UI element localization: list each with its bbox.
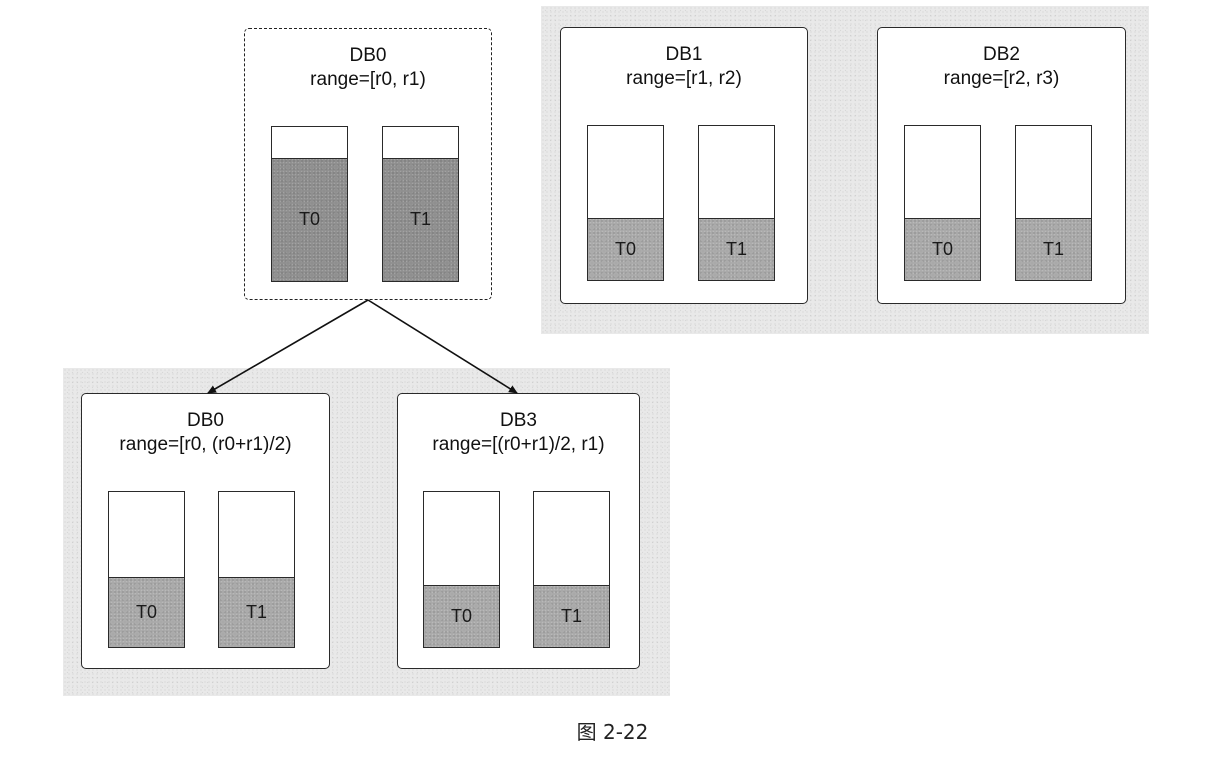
table-t0: T0: [904, 125, 981, 281]
db1-range: range=[r1, r2): [626, 68, 742, 89]
figure-caption: 图 2-22: [576, 720, 649, 744]
table-fill: T0: [109, 577, 184, 647]
source-db-name: DB0: [349, 45, 387, 66]
table-fill: T1: [383, 157, 458, 281]
split-db0-name: DB0: [187, 410, 224, 431]
table-label: T0: [298, 209, 320, 230]
db1-box: DB1 range=[r1, r2) T0 T1: [560, 27, 808, 304]
table-fill: T1: [219, 577, 294, 647]
table-fill: T0: [424, 585, 499, 647]
table-label: T1: [560, 606, 582, 626]
table-t0: T0: [587, 125, 664, 281]
table-t1: T1: [1015, 125, 1092, 281]
table-label: T1: [725, 239, 747, 260]
table-fill: T0: [588, 218, 663, 280]
table-label: T1: [1042, 239, 1064, 260]
table-t0: T0: [108, 491, 185, 648]
table-label: T1: [245, 602, 267, 623]
split-db3-box: DB3 range=[(r0+r1)/2, r1) T0 T1: [397, 393, 640, 669]
table-t1: T1: [533, 491, 610, 648]
table-t1: T1: [382, 126, 459, 282]
db2-box: DB2 range=[r2, r3) T0 T1: [877, 27, 1126, 304]
table-label: T0: [614, 239, 636, 260]
split-db3-name: DB3: [500, 410, 537, 431]
table-t1: T1: [218, 491, 295, 648]
db2-range: range=[r2, r3): [943, 68, 1060, 89]
table-fill: T0: [905, 218, 980, 280]
table-label: T0: [450, 606, 472, 626]
table-fill: T1: [699, 218, 774, 280]
source-db-box: DB0 range=[r0, r1) T0 T1: [244, 28, 492, 300]
source-db-range: range=[r0, r1): [310, 69, 426, 90]
table-t1: T1: [698, 125, 775, 281]
table-fill: T1: [1016, 218, 1091, 280]
table-fill: T0: [272, 157, 347, 281]
split-db0-box: DB0 range=[r0, (r0+r1)/2) T0 T1: [81, 393, 330, 669]
split-db3-range: range=[(r0+r1)/2, r1): [432, 434, 605, 455]
table-t0: T0: [271, 126, 348, 282]
db1-name: DB1: [665, 44, 703, 65]
table-t0: T0: [423, 491, 500, 648]
db2-name: DB2: [983, 44, 1020, 65]
split-db0-range: range=[r0, (r0+r1)/2): [119, 434, 292, 455]
table-fill: T1: [534, 585, 609, 647]
table-label: T1: [409, 209, 431, 230]
table-label: T0: [931, 239, 953, 260]
table-label: T0: [135, 602, 157, 623]
